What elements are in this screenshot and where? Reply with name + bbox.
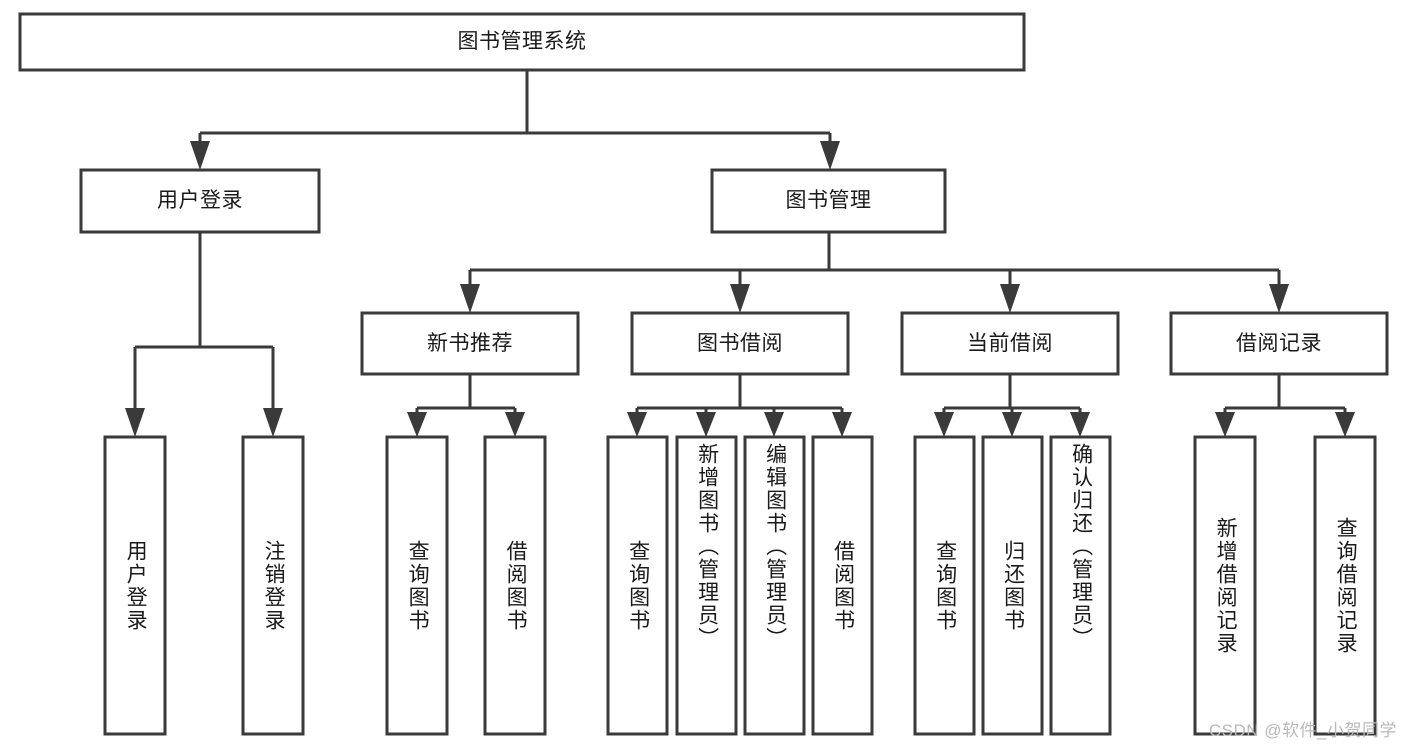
node-box-leaf-add-book[interactable]: [675, 435, 738, 736]
node-box-leaf-logout-login[interactable]: [241, 435, 305, 736]
node-box-user-login[interactable]: [79, 168, 321, 234]
node-box-current-borrow[interactable]: [900, 311, 1120, 376]
connector-new-book-recommend-to-leaves: [407, 374, 525, 437]
node-box-book-borrow[interactable]: [630, 311, 850, 376]
node-box-leaf-borrow-book-1[interactable]: [483, 435, 547, 736]
node-box-root[interactable]: [18, 12, 1026, 72]
node-box-book-manage[interactable]: [710, 168, 947, 234]
connector-book-manage-to-level3: [460, 232, 1289, 313]
connector-book-borrow-to-leaves: [627, 374, 852, 437]
connector-user-login-to-leaves: [125, 232, 283, 437]
connector-borrow-record-to-leaves: [1215, 374, 1355, 437]
node-box-leaf-query-book-1[interactable]: [385, 435, 449, 736]
node-box-leaf-user-login[interactable]: [103, 435, 167, 736]
node-box-leaf-borrow-book-2[interactable]: [811, 435, 874, 736]
connector-current-borrow-to-leaves: [934, 374, 1090, 437]
csdn-watermark: CSDN @软件_小贺同学: [1208, 721, 1397, 740]
node-box-borrow-record[interactable]: [1169, 311, 1389, 376]
node-box-leaf-confirm-return[interactable]: [1049, 435, 1112, 736]
node-box-leaf-query-book-3[interactable]: [913, 435, 976, 736]
node-box-leaf-return-book[interactable]: [981, 435, 1044, 736]
node-box-leaf-add-record[interactable]: [1193, 435, 1257, 736]
node-box-leaf-query-record[interactable]: [1313, 435, 1377, 736]
node-box-leaf-edit-book[interactable]: [743, 435, 806, 736]
node-box-new-book-recommend[interactable]: [360, 311, 580, 376]
node-box-leaf-query-book-2[interactable]: [606, 435, 669, 736]
connector-root-to-level2: [190, 70, 840, 170]
